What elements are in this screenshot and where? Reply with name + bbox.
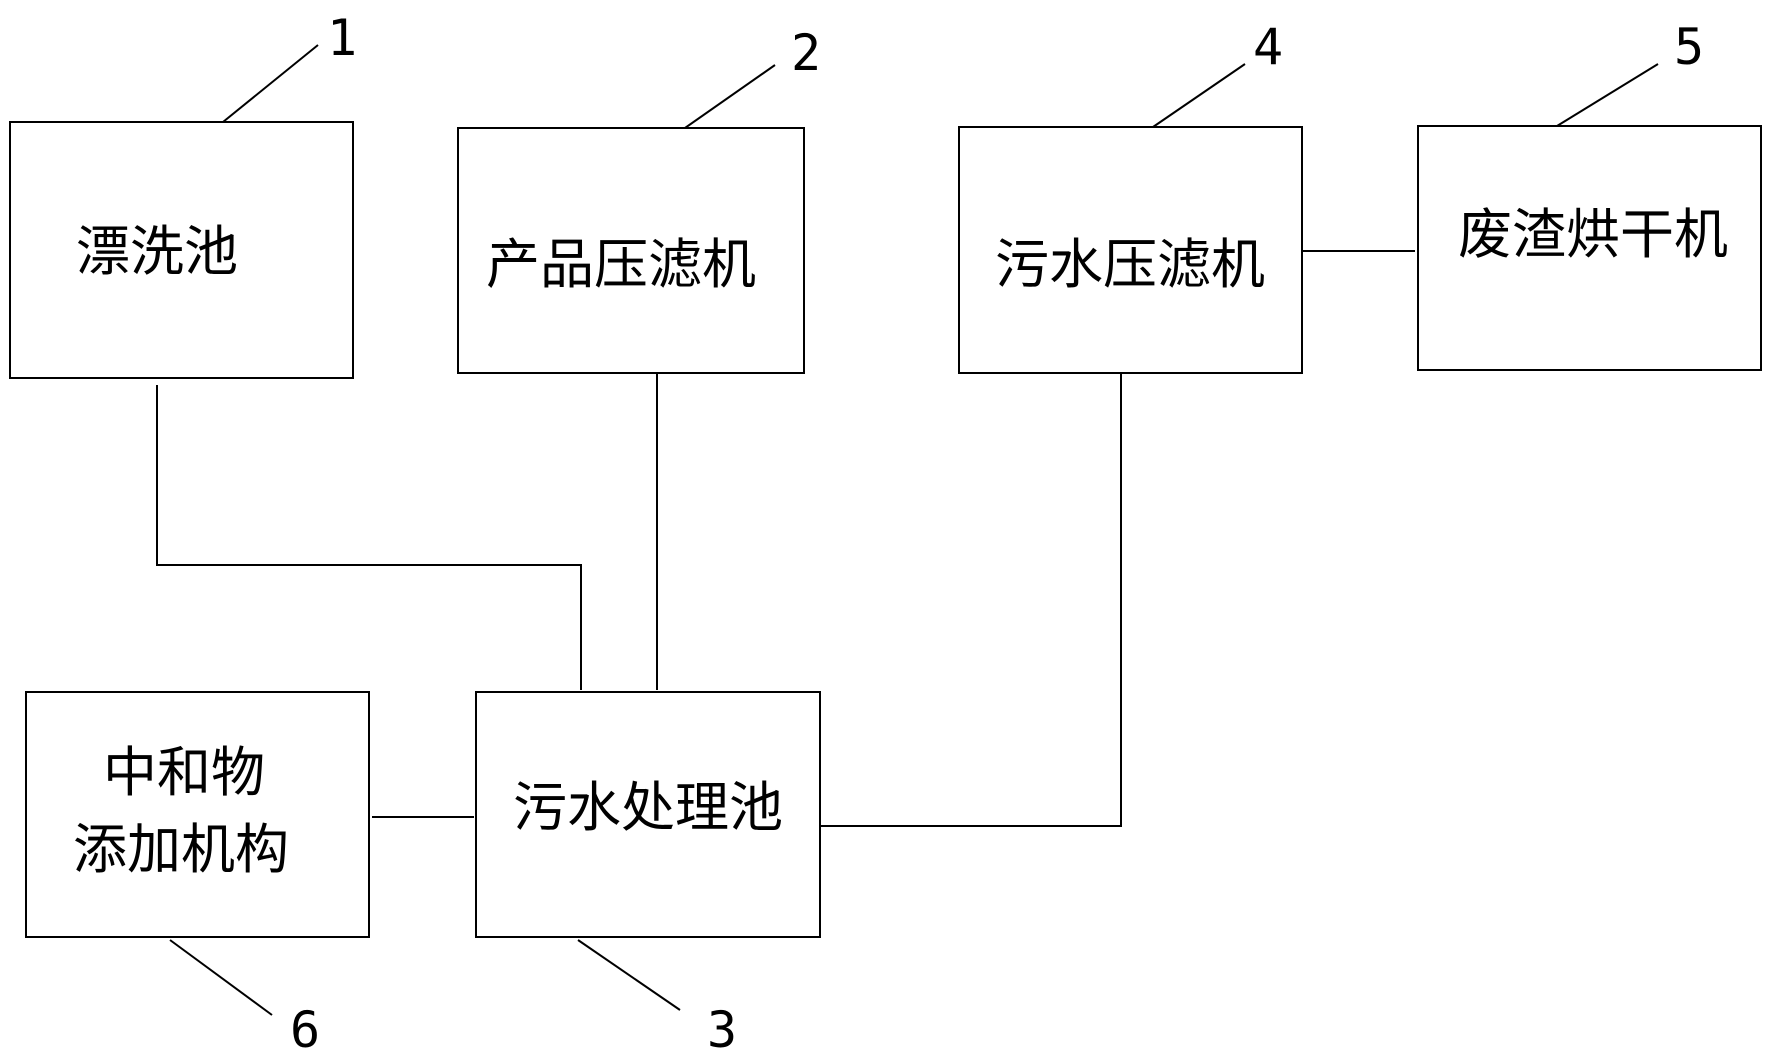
connector-rinse-tank-to-sewage-tank xyxy=(156,385,582,690)
rinse-tank-box xyxy=(9,121,354,379)
sewage-filter-press-number: 4 xyxy=(1253,18,1283,76)
product-filter-press-box xyxy=(457,127,805,374)
node-rinse-tank: 漂洗池 1 xyxy=(9,9,357,379)
neutralizer-number: 6 xyxy=(290,1001,320,1059)
rinse-tank-leader xyxy=(222,44,319,123)
node-neutralizer: 中和物 添加机构 6 xyxy=(25,691,370,1059)
node-waste-dryer: 废渣烘干机 5 xyxy=(1417,18,1762,371)
product-filter-press-number: 2 xyxy=(791,24,821,82)
waste-dryer-number: 5 xyxy=(1674,18,1704,76)
neutralizer-leader xyxy=(169,939,273,1016)
sewage-filter-press-label: 污水压滤机 xyxy=(995,233,1265,296)
sewage-filter-press-box xyxy=(958,126,1303,374)
sewage-tank-label: 污水处理池 xyxy=(513,776,783,839)
node-sewage-filter-press: 污水压滤机 4 xyxy=(958,18,1303,374)
rinse-tank-label: 漂洗池 xyxy=(76,220,238,283)
connectors xyxy=(156,250,1415,827)
product-filter-press-leader xyxy=(684,64,776,129)
node-sewage-tank: 污水处理池 3 xyxy=(475,691,821,1059)
sewage-tank-box xyxy=(475,691,821,938)
sewage-filter-press-leader xyxy=(1152,63,1246,128)
waste-dryer-leader xyxy=(1556,63,1659,127)
neutralizer-label-line2: 添加机构 xyxy=(73,818,289,881)
waste-dryer-box xyxy=(1417,125,1762,371)
connector-sewage-tank-to-sewage-press xyxy=(821,373,1122,827)
neutralizer-box xyxy=(25,691,370,938)
sewage-tank-leader xyxy=(577,939,681,1011)
node-product-filter-press: 产品压滤机 2 xyxy=(457,24,821,374)
sewage-tank-number: 3 xyxy=(707,1001,737,1059)
waste-dryer-label: 废渣烘干机 xyxy=(1458,203,1728,266)
neutralizer-label-line1: 中和物 xyxy=(103,741,265,804)
product-filter-press-label: 产品压滤机 xyxy=(486,233,756,296)
rinse-tank-number: 1 xyxy=(327,9,357,67)
